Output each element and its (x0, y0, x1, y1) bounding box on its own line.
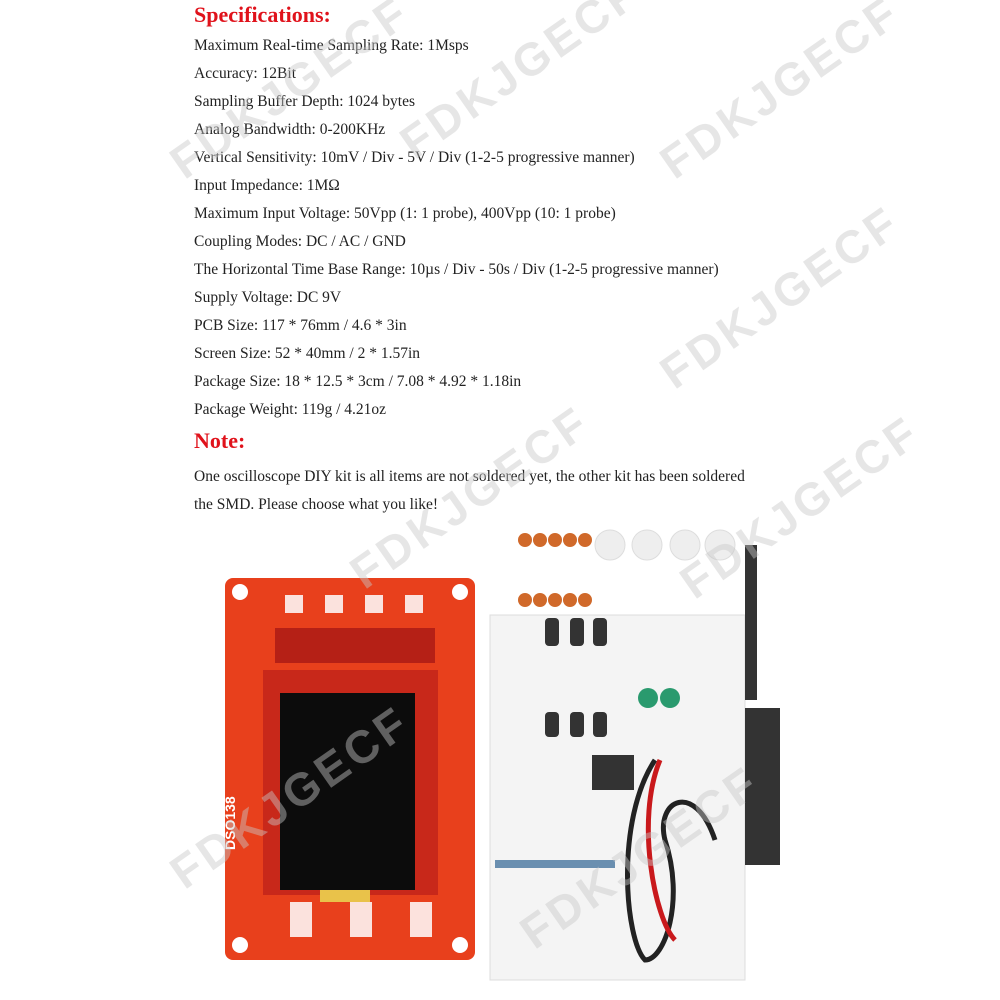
note-line: the SMD. Please choose what you like! (194, 496, 439, 513)
specifications-heading: Specifications: (194, 2, 331, 27)
spec-item: Maximum Input Voltage: 50Vpp (1: 1 probe… (194, 205, 616, 222)
spec-item: Package Weight: 119g / 4.21oz (194, 401, 387, 418)
product-photo: DSO138 (222, 529, 780, 981)
board-label: DSO138 (222, 796, 238, 850)
spec-item: Supply Voltage: DC 9V (194, 289, 342, 306)
lcd-screen (280, 693, 415, 890)
component-kit (489, 529, 780, 981)
spec-item: Sampling Buffer Depth: 1024 bytes (194, 93, 415, 110)
spec-item: Vertical Sensitivity: 10mV / Div - 5V / … (194, 149, 635, 166)
spec-item: PCB Size: 117 * 76mm / 4.6 * 3in (194, 317, 407, 334)
spec-item: Package Size: 18 * 12.5 * 3cm / 7.08 * 4… (194, 373, 522, 390)
spec-item: The Horizontal Time Base Range: 10µs / D… (194, 261, 719, 278)
pcb-board: DSO138 (222, 578, 475, 960)
spec-item: Screen Size: 52 * 40mm / 2 * 1.57in (194, 345, 421, 362)
spec-item: Analog Bandwidth: 0-200KHz (194, 121, 386, 138)
spec-item: Maximum Real-time Sampling Rate: 1Msps (194, 37, 469, 54)
note-line: One oscilloscope DIY kit is all items ar… (194, 468, 745, 485)
spec-item: Coupling Modes: DC / AC / GND (194, 233, 406, 250)
spec-item: Input Impedance: 1MΩ (194, 177, 340, 194)
spec-item: Accuracy: 12Bit (194, 65, 297, 82)
note-heading: Note: (194, 428, 246, 453)
